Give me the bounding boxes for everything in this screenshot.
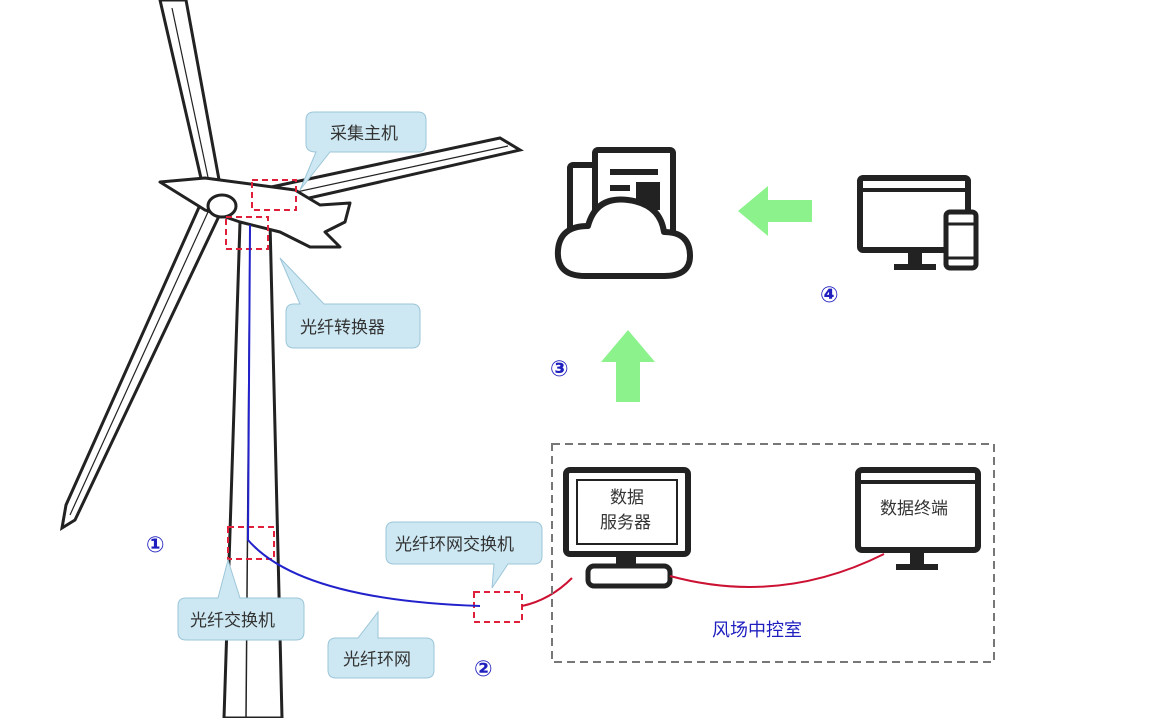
server-label-line2: 服务器 [600,513,651,533]
step-number-3: ③ [550,357,569,382]
callout-fiber-switch: 光纤交换机 [177,558,305,641]
link-server-to-terminal [669,553,885,588]
callout-fiber-converter-text: 光纤转换器 [300,318,385,338]
step-number-1: ① [146,533,165,558]
arrow-left-icon [738,186,812,236]
fiber-cable-tower [246,224,481,607]
desktop-phone-icon [857,175,979,271]
turbine-hub [206,193,238,219]
fiber-switch-marker [227,526,275,560]
control-room-label: 风场中控室 [712,620,802,641]
cloud-document-icon [554,147,693,279]
callout-ring-switch: 光纤环网交换机 [385,521,543,589]
data-server: 数据 服务器 [563,467,691,589]
step-number-4: ④ [820,283,839,308]
terminal-label: 数据终端 [880,499,948,519]
callout-fiber-converter: 光纤转换器 [279,257,421,349]
callout-collector-host-text: 采集主机 [330,124,398,144]
turbine-tower [222,220,284,718]
control-room-box [551,443,995,663]
data-terminal: 数据终端 [855,467,981,570]
callout-fiber-ring: 光纤环网 [327,610,435,679]
arrow-up-icon [601,330,655,402]
collector-host-marker [251,179,297,211]
fiber-converter-marker [225,216,269,250]
step-number-2: ② [474,657,493,682]
server-label-line1: 数据 [610,488,644,508]
callout-ring-switch-text: 光纤环网交换机 [395,535,514,555]
callout-collector-host: 采集主机 [299,111,427,191]
ring-switch-marker [473,591,523,623]
callout-fiber-ring-text: 光纤环网 [343,650,411,670]
link-ring-switch-to-server [521,577,573,607]
callout-fiber-switch-text: 光纤交换机 [190,611,275,631]
